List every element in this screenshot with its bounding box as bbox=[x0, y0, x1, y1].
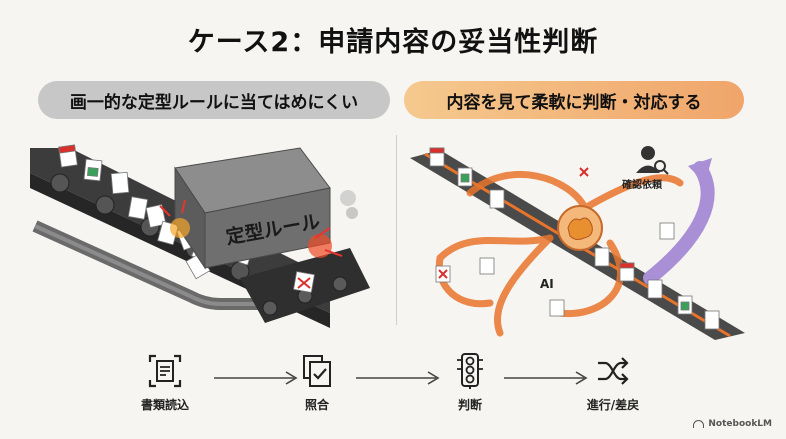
confirm-request-label: 確認依頼 bbox=[622, 178, 663, 191]
center-divider bbox=[396, 135, 397, 325]
orange-flow-paths bbox=[435, 170, 684, 337]
flow-step-label: 書類読込 bbox=[140, 398, 189, 412]
notebooklm-badge: NotebookLM bbox=[693, 419, 772, 429]
flow-step-matching: 照合 bbox=[272, 352, 362, 413]
left-heading-text: 画一的な定型ルールに当てはめにくい bbox=[69, 92, 359, 113]
flow-arrow-icon bbox=[504, 371, 588, 385]
pdf-tag: PDF bbox=[64, 155, 77, 164]
document-scan-icon bbox=[148, 354, 182, 388]
document-check-icon bbox=[303, 355, 331, 387]
left-heading-pill: 画一的な定型ルールに当てはめにくい bbox=[38, 81, 390, 119]
conveyor-jam-illustration: PDF 定型ルール bbox=[30, 144, 370, 328]
person-search-icon bbox=[636, 146, 669, 175]
flow-step-judgment: 判断 bbox=[425, 352, 515, 413]
page-title: ケース2：申請内容の妥当性判断 bbox=[187, 27, 599, 58]
traffic-light-icon bbox=[457, 353, 483, 389]
ai-label: AI bbox=[540, 277, 554, 291]
flow-step-label: 判断 bbox=[457, 398, 482, 412]
impact-sparks bbox=[159, 190, 358, 258]
flow-step-proceed-return: 進行/差戻 bbox=[568, 352, 658, 413]
flow-arrow-icon bbox=[356, 371, 440, 385]
flow-step-label: 照合 bbox=[304, 398, 329, 412]
ai-routing-illustration: AI 確認依頼 bbox=[410, 146, 745, 340]
flow-arrow-icon bbox=[214, 371, 298, 385]
ai-brain-icon bbox=[557, 205, 603, 251]
rule-block bbox=[174, 147, 331, 270]
right-heading-text: 内容を見て柔軟に判断・対応する bbox=[446, 92, 702, 113]
notebooklm-badge-text: NotebookLM bbox=[708, 419, 772, 429]
notebooklm-logo-icon bbox=[693, 420, 705, 428]
shuffle-arrows-icon bbox=[598, 357, 629, 385]
right-heading-pill: 内容を見て柔軟に判断・対応する bbox=[404, 81, 744, 119]
flow-step-document-read: 書類読込 bbox=[120, 352, 210, 413]
reject-marks bbox=[438, 167, 589, 279]
purple-return-path bbox=[643, 158, 715, 285]
flow-step-label: 進行/差戻 bbox=[586, 398, 640, 412]
